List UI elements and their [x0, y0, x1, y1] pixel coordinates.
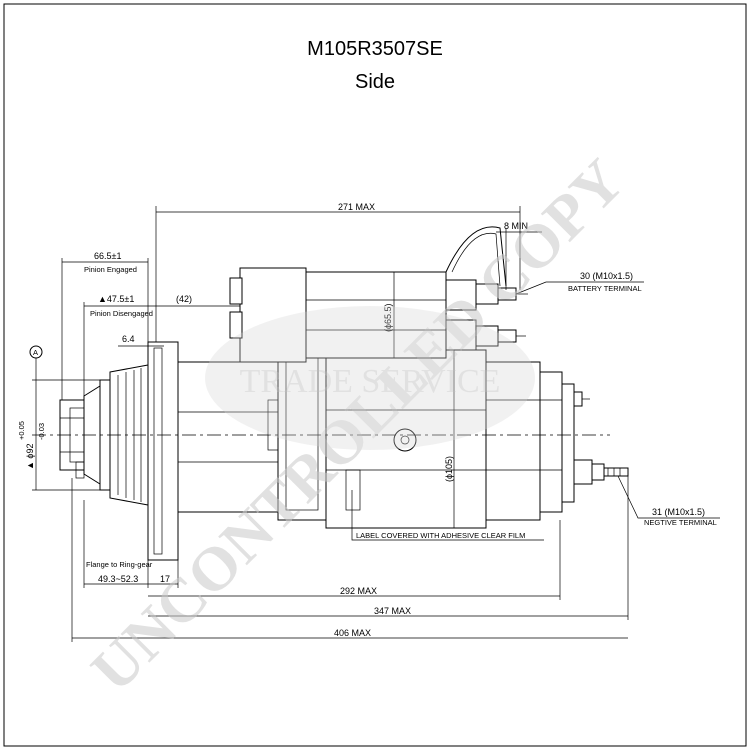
dim-phi-65-5: (ϕ65.5) [383, 303, 393, 332]
pinion-disengaged-label: Pinion Disengaged [90, 309, 153, 318]
battery-terminal-label: BATTERY TERMINAL [568, 284, 642, 293]
dim-phi-92: ▲ ϕ92 [25, 444, 35, 470]
label-note: LABEL COVERED WITH ADHESIVE CLEAR FILM [356, 531, 525, 540]
dimension-labels: 271 MAX 8 MIN 66.5±1 Pinion Engaged ▲47.… [17, 202, 717, 638]
dim-phi-92-tol-up: +0.05 [17, 421, 26, 440]
drawing-title: M105R3507SE [307, 38, 443, 60]
negative-terminal-label: NEGTIVE TERMINAL [644, 518, 717, 527]
dim-347-max: 347 MAX [374, 606, 411, 616]
dim-66-5: 66.5±1 [94, 251, 121, 261]
datum-a: A [33, 348, 38, 357]
dim-49-3-52-3: 49.3~52.3 [98, 574, 138, 584]
pinion-engaged-label: Pinion Engaged [84, 265, 137, 274]
dim-406-max: 406 MAX [334, 628, 371, 638]
battery-terminal-size: 30 (M10x1.5) [580, 271, 633, 281]
negative-terminal-size: 31 (M10x1.5) [652, 507, 705, 517]
dim-17: 17 [160, 574, 170, 584]
dimension-lines [29, 206, 720, 642]
dim-42: (42) [176, 294, 192, 304]
drawing-subtitle: Side [355, 71, 395, 93]
dim-phi-92-tol-down: -0.03 [37, 423, 46, 440]
dim-6-4: 6.4 [122, 334, 135, 344]
flange-to-ring-gear-label: Flange to Ring-gear [86, 560, 153, 569]
drawing-frame [3, 3, 747, 747]
starter-body [32, 226, 629, 561]
dim-8-min: 8 MIN [504, 221, 528, 231]
dim-phi-105: (ϕ105) [444, 456, 454, 482]
dim-47-5: ▲47.5±1 [98, 294, 134, 304]
watermark-logo-text: TRADE SERVICE [240, 363, 501, 400]
watermark-logo-shape [205, 306, 535, 450]
dim-271-max: 271 MAX [338, 202, 375, 212]
dim-292-max: 292 MAX [340, 586, 377, 596]
